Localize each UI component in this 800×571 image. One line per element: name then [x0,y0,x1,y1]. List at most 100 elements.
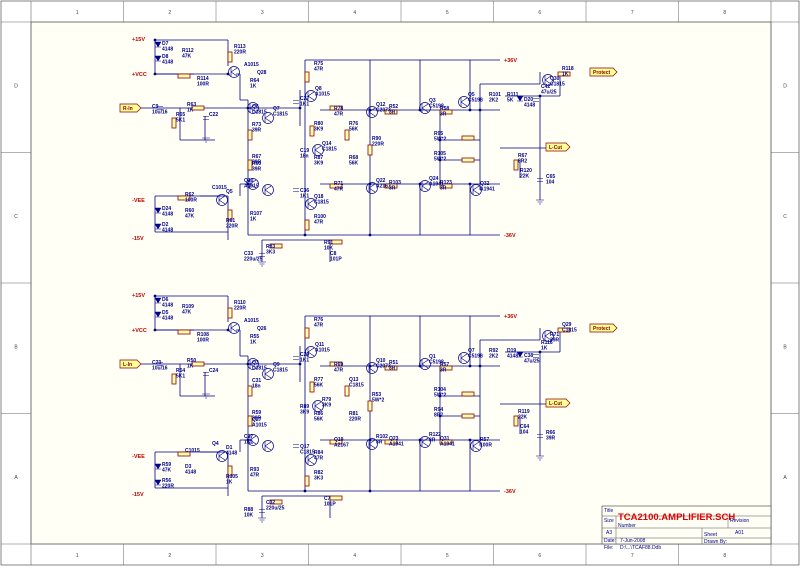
transistor-symbol [305,454,317,466]
capacitor-symbol [533,354,539,358]
part-ref: R79 [322,397,331,403]
transistor-leads [249,359,257,369]
part-ref: Q24 [429,176,439,182]
zone-column-bottom: 3 [261,553,264,559]
part-value: 3R [389,110,396,116]
part-ref: D24 [162,206,171,212]
resistor-symbol [557,71,571,77]
resistor-symbol [439,109,453,115]
part-ref: R67 [252,154,261,160]
part-ref: R71 [550,332,559,338]
resistor-symbol [191,361,205,367]
capacitor-symbol [537,434,543,438]
part-ref: C23 [152,360,161,366]
transistor-leads [544,75,552,85]
part-ref: C8 [330,251,337,257]
ground-symbol [536,199,544,205]
part-value: 1K [187,364,194,370]
inner-border [30,21,772,545]
transistor-symbol [419,436,431,448]
transistor-symbol [305,346,317,358]
rail-label-vee: -VEE [132,198,145,204]
part-value: 47R [334,187,344,193]
lcut-port [545,398,571,408]
capacitor-symbol [203,116,209,120]
part-value: A1941 [429,182,444,188]
part-value: 3R [389,186,396,192]
wire [140,346,301,382]
rail-label-m15: -15V [132,492,144,498]
part-value: A1015 [315,92,330,98]
part-ref: R50 [187,358,196,364]
part-ref: R68 [349,155,358,161]
part-value: 4148 [162,303,173,309]
resistor-symbol [461,413,475,419]
diode-symbol [154,207,162,214]
resistor-symbol [304,219,310,231]
junction [478,108,482,112]
part-ref: C22 [209,112,218,118]
part-value: 1K [250,340,257,346]
part-ref: R82 [314,470,323,476]
transistor-symbol [247,358,259,370]
part-ref: D8 [162,54,169,60]
capacitor-symbol [293,188,299,192]
zone-row-right: A [783,475,787,481]
schematic-title: TCA2100.AMPLIFIER.SCH [618,512,735,523]
part-value: 5W*2 [434,393,446,399]
part-value: 220R [162,484,174,490]
part-value: 104 [520,430,529,436]
part-value: A1941 [480,187,495,193]
part-value: 5W*2 [434,157,446,163]
part-ref: R105 [434,151,446,157]
part-ref: Q19 [334,437,344,443]
transistor-leads [264,185,272,195]
zone-column-top: 3 [261,10,264,16]
zone-column-top: 1 [76,10,79,16]
wire [179,108,215,141]
part-ref: R78 [334,106,343,112]
transistor-leads [544,331,552,341]
resistor-symbol [329,105,343,111]
transistor-leads [249,435,257,445]
junction [468,364,472,368]
transistor-leads [368,107,376,117]
part-value: 220R [234,306,246,312]
part-value: 5K1 [176,374,185,380]
transistor-symbol [366,106,378,118]
transistor-leads [230,323,238,333]
diode-symbol [154,55,162,62]
part-ref: R122 [429,432,441,438]
size-value: A3 [606,530,612,536]
part-value: A1015 [244,184,259,190]
resistor-symbol [329,183,343,189]
diode-symbol [154,41,162,48]
resistor-symbol [384,183,398,189]
part-ref: C65 [546,174,555,180]
resistor-symbol [177,451,191,457]
zone-row-left: C [14,214,18,220]
part-value: C1815 [349,383,364,389]
part-ref: R123 [440,180,452,186]
part-ref: R119 [518,409,530,415]
transistor-leads [249,179,257,189]
amplifier-channels: D74148D84148R11247KR113220RA1015Q28R1141… [119,37,618,523]
part-ref: R118 [562,66,574,72]
part-ref: C1015 [185,448,200,454]
part-ref: R71 [334,181,343,187]
part-ref: R69 [334,362,343,368]
part-ref: Q13 [349,377,359,383]
part-ref: R51 [389,360,398,366]
part-ref: A1015 [244,318,259,324]
part-ref: Q1 [429,354,436,360]
wire [419,60,471,235]
ground-symbol [536,455,544,461]
transistor-symbol [247,434,259,446]
part-value: 47R [314,456,324,462]
part-ref: R83 [266,244,275,250]
part-ref: R113 [234,44,246,50]
part-ref: R84 [314,450,323,456]
capacitor-symbol [259,509,265,513]
ground-symbol [202,137,210,143]
part-value: A1015 [315,348,330,354]
